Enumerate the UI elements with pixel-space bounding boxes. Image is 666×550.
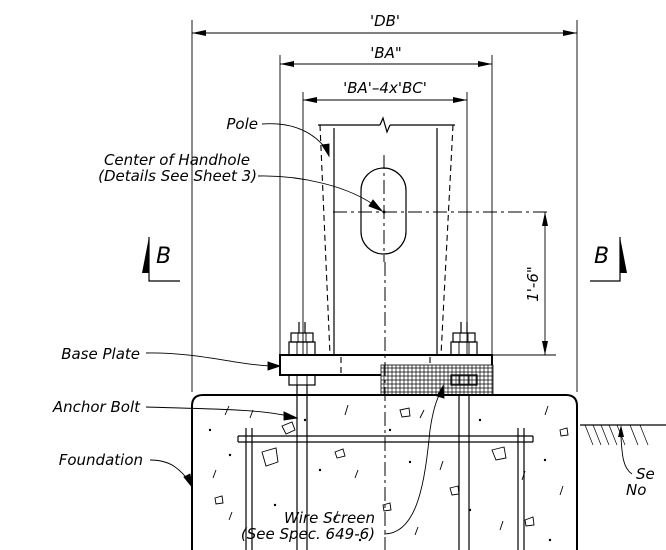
dimension-db-label: 'DB': [370, 12, 400, 30]
dimension-db: 'DB': [191, 10, 578, 392]
section-mark-left: B: [142, 237, 180, 282]
wire-screen-label-line1: Wire Screen: [284, 509, 375, 527]
anchor-bolt-label: Anchor Bolt: [52, 398, 141, 416]
anchor-bolt-left-top: [288, 322, 316, 356]
pole: [318, 116, 455, 356]
ground-line: [580, 424, 666, 475]
section-arrow-icon: [620, 237, 627, 273]
dimension-height-label: 1'-6": [524, 266, 542, 302]
foundation: [191, 262, 578, 550]
handhole: [333, 155, 548, 262]
wire-screen-label-line2: (See Spec. 649-6): [241, 525, 375, 543]
anchor-bolt-right-top: [450, 322, 478, 356]
section-mark-left-label: B: [156, 244, 171, 269]
dimension-height: 1'-6": [470, 212, 556, 356]
section-mark-right-label: B: [594, 244, 609, 269]
dimension-ba: 'BA": [279, 44, 493, 355]
note-label-line2: No: [626, 481, 646, 499]
base-plate-label: Base Plate: [61, 345, 140, 363]
leaders: [145, 123, 445, 535]
wire-screen: [380, 364, 494, 396]
break-line-icon: [379, 116, 391, 134]
foundation-label: Foundation: [59, 451, 143, 469]
leveling-nut-left: [288, 374, 316, 386]
dimension-ba-minus-bc: 'BA'–4x'BC': [302, 79, 468, 355]
note-label-line1: Se: [636, 465, 655, 483]
handhole-label-line1: Center of Handhole: [104, 151, 250, 169]
dimension-ba-minus-bc-label: 'BA'–4x'BC': [343, 79, 427, 97]
pole-label: Pole: [226, 115, 258, 133]
section-mark-right: B: [590, 237, 627, 282]
section-arrow-icon: [142, 237, 149, 273]
handhole-label-line2: (Details See Sheet 3): [98, 167, 257, 185]
dimension-ba-label: 'BA": [370, 44, 402, 62]
